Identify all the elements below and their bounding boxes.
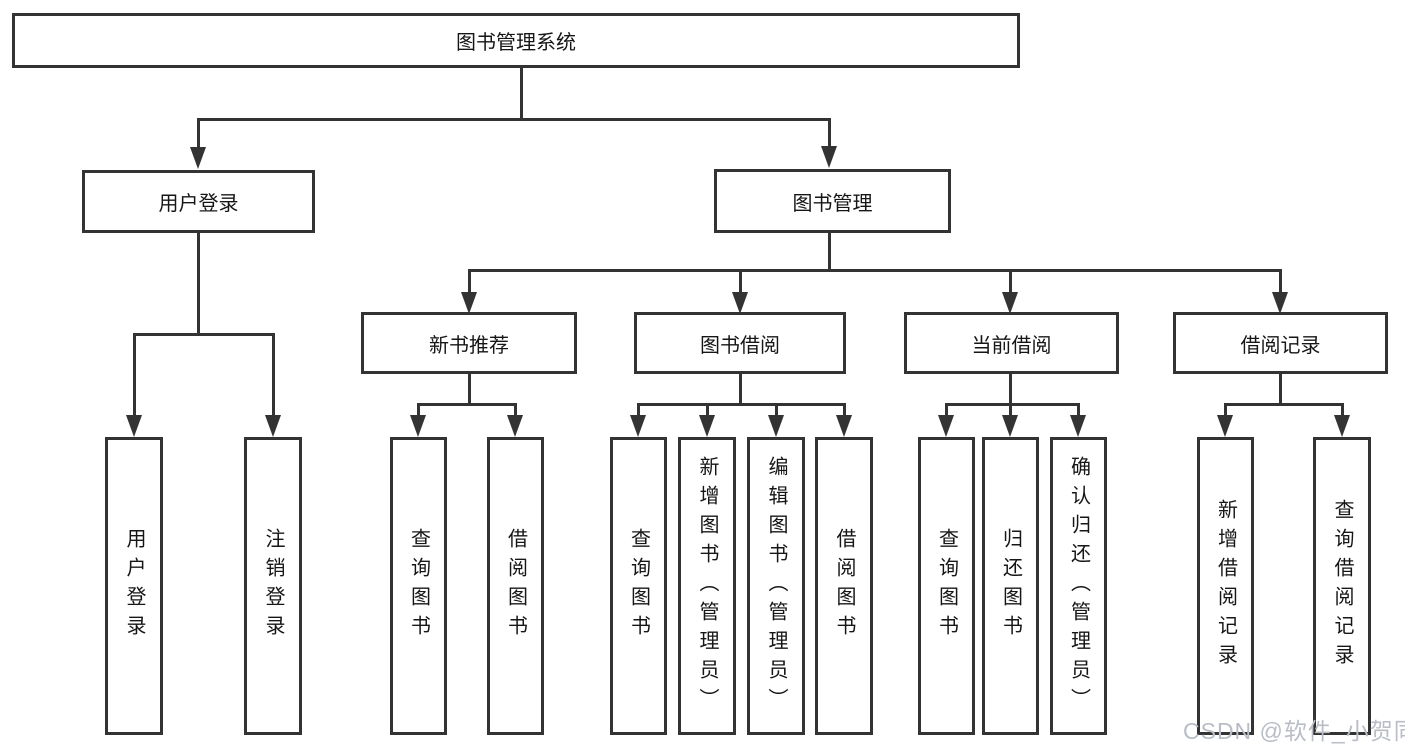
arrowhead-icon [1272, 292, 1288, 314]
arrowhead-icon [1334, 415, 1350, 437]
leaf-user-login: 用户登录 [105, 437, 163, 735]
connector-line [133, 333, 275, 336]
connector-line [637, 403, 846, 406]
node-label: 查询图书 [627, 528, 650, 644]
node-label: 查询图书 [407, 528, 430, 644]
leaf-query-books-recommend: 查询图书 [390, 437, 447, 735]
leaf-borrow-books-recommend: 借阅图书 [487, 437, 544, 735]
leaf-query-books-current: 查询图书 [918, 437, 975, 735]
leaf-logout: 注销登录 [244, 437, 302, 735]
node-current-borrow: 当前借阅 [904, 312, 1119, 374]
node-root: 图书管理系统 [12, 13, 1020, 68]
connector-line [514, 403, 517, 417]
leaf-confirm-return-admin: 确认归还（管理员） [1050, 437, 1107, 735]
connector-line [828, 233, 831, 269]
leaf-borrow-books: 借阅图书 [815, 437, 873, 735]
connector-line [1341, 403, 1344, 417]
arrowhead-icon [1217, 415, 1233, 437]
node-new-book-recommend: 新书推荐 [361, 312, 577, 374]
node-label: 新增图书（管理员） [696, 455, 718, 717]
connector-line [1279, 374, 1282, 405]
arrowhead-icon [938, 415, 954, 437]
connector-line [739, 374, 742, 405]
leaf-query-books-borrow: 查询图书 [610, 437, 667, 735]
arrowhead-icon [126, 415, 142, 437]
connector-line [197, 233, 200, 335]
connector-line [1279, 269, 1282, 295]
node-label: 当前借阅 [971, 334, 1052, 357]
node-label: 借阅图书 [833, 528, 855, 644]
connector-line [417, 403, 420, 417]
node-book-management: 图书管理 [714, 169, 951, 233]
node-user-login: 用户登录 [82, 170, 315, 233]
connector-line [468, 269, 471, 295]
node-label: 图书管理系统 [456, 32, 576, 54]
node-label: 编辑图书（管理员） [765, 455, 787, 717]
connector-line [197, 118, 200, 150]
arrowhead-icon [821, 146, 837, 168]
node-label: 用户登录 [123, 528, 145, 644]
connector-line [1224, 403, 1227, 417]
node-label: 借阅图书 [504, 528, 527, 644]
node-label: 查询借阅记录 [1331, 499, 1353, 673]
arrowhead-icon [1002, 415, 1018, 437]
arrowhead-icon [507, 415, 523, 437]
arrowhead-icon [630, 415, 646, 437]
connector-line [945, 403, 1080, 406]
connector-line [197, 118, 831, 121]
arrowhead-icon [410, 415, 426, 437]
connector-line [637, 403, 640, 417]
csdn-watermark: CSDN @软件_小贺同学 [1183, 718, 1405, 744]
node-label: 借阅记录 [1240, 334, 1321, 357]
connector-line [775, 403, 778, 417]
node-label: 确认归还（管理员） [1067, 455, 1090, 717]
connector-line [272, 333, 275, 417]
connector-line [520, 68, 523, 120]
node-borrow-records: 借阅记录 [1173, 312, 1388, 374]
connector-line [468, 269, 1282, 272]
arrowhead-icon [732, 292, 748, 314]
connector-line [843, 403, 846, 417]
connector-line [468, 374, 471, 405]
connector-line [739, 269, 742, 295]
node-label: 注销登录 [262, 528, 284, 644]
leaf-add-book-admin: 新增图书（管理员） [678, 437, 736, 735]
node-label: 用户登录 [158, 193, 239, 215]
node-book-borrow: 图书借阅 [634, 312, 846, 374]
connector-line [1077, 403, 1080, 417]
node-label: 新增借阅记录 [1214, 499, 1237, 673]
arrowhead-icon [768, 415, 784, 437]
connector-line [133, 333, 136, 417]
arrowhead-icon [461, 292, 477, 314]
leaf-edit-book-admin: 编辑图书（管理员） [747, 437, 805, 735]
connector-line [1009, 374, 1012, 405]
arrowhead-icon [836, 415, 852, 437]
node-label: 图书借阅 [700, 334, 780, 357]
arrowhead-icon [699, 415, 715, 437]
arrowhead-icon [1070, 415, 1086, 437]
connector-line [1009, 403, 1012, 417]
arrowhead-icon [190, 147, 206, 169]
connector-line [1009, 269, 1012, 295]
connector-line [1224, 403, 1344, 406]
connector-line [945, 403, 948, 417]
leaf-query-borrow-record: 查询借阅记录 [1313, 437, 1371, 735]
arrowhead-icon [1002, 292, 1018, 314]
node-label: 查询图书 [935, 528, 958, 644]
leaf-add-borrow-record: 新增借阅记录 [1197, 437, 1254, 735]
connector-line [828, 118, 831, 150]
connector-line [417, 403, 517, 406]
connector-line [706, 403, 709, 417]
node-label: 图书管理 [792, 192, 873, 215]
arrowhead-icon [265, 415, 281, 437]
node-label: 归还图书 [999, 528, 1022, 644]
node-label: 新书推荐 [429, 334, 509, 357]
leaf-return-book: 归还图书 [982, 437, 1039, 735]
